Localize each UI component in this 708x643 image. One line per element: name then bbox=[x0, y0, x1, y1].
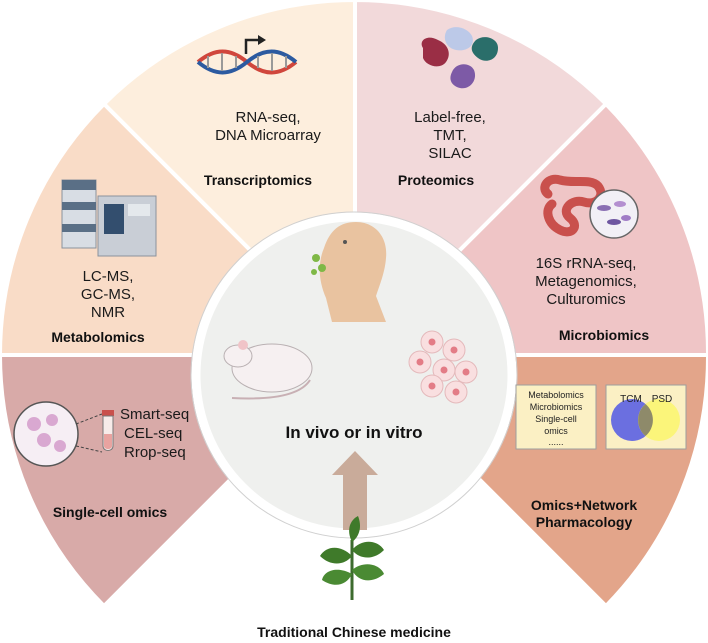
dna-icon bbox=[196, 35, 298, 75]
network-title-line-1: Omics+Network bbox=[531, 497, 637, 513]
network-pharmacology-panel bbox=[515, 384, 687, 450]
cell-culture-icon bbox=[408, 330, 478, 404]
protein-icon bbox=[421, 27, 498, 89]
transcriptomics-method-1: RNA-seq, bbox=[235, 109, 300, 126]
transcriptomics-method-2: DNA Microarray bbox=[215, 127, 321, 144]
proteomics-method-2: TMT, bbox=[433, 127, 466, 144]
single-cell-method-3: Rrop-seq bbox=[124, 444, 186, 461]
omics-list-item-3: Single-cell bbox=[535, 414, 577, 424]
lc-ms-instrument-icon bbox=[61, 179, 157, 257]
omics-list-item-1: Metabolomics bbox=[528, 390, 584, 400]
metabolomics-method-1: LC-MS, bbox=[83, 268, 134, 285]
microbiomics-method-3: Culturomics bbox=[546, 291, 625, 308]
center-label: In vivo or in vitro bbox=[286, 423, 423, 442]
single-cell-icon bbox=[13, 401, 114, 467]
single-cell-method-1: Smart-seq bbox=[120, 406, 189, 423]
rat-icon bbox=[223, 340, 313, 400]
network-title-line-2: Pharmacology bbox=[536, 514, 633, 530]
bottom-label: Traditional Chinese medicine bbox=[257, 624, 451, 640]
omics-list-item-2: Microbiomics bbox=[530, 402, 583, 412]
proteomics-method-3: SILAC bbox=[428, 145, 472, 162]
venn-label-psd: PSD bbox=[652, 394, 673, 405]
single-cell-method-2: CEL-seq bbox=[124, 425, 182, 442]
microbiomics-title: Microbiomics bbox=[559, 327, 649, 343]
metabolomics-title: Metabolomics bbox=[51, 329, 145, 345]
omics-list-item-5: ...... bbox=[548, 437, 563, 447]
microbiomics-method-2: Metagenomics, bbox=[535, 273, 637, 290]
upward-arrow bbox=[332, 451, 378, 530]
metabolomics-method-3: NMR bbox=[91, 304, 125, 321]
omics-list-item-4: omics bbox=[544, 426, 568, 436]
transcriptomics-title: Transcriptomics bbox=[204, 172, 312, 188]
omics-list-box bbox=[515, 384, 597, 450]
herb-plant-icon bbox=[320, 516, 384, 600]
microbiomics-method-1: 16S rRNA-seq, bbox=[536, 255, 637, 272]
single-cell-title: Single-cell omics bbox=[53, 504, 168, 520]
human-head-icon bbox=[311, 222, 387, 322]
proteomics-method-1: Label-free, bbox=[414, 109, 486, 126]
gut-microbiome-icon bbox=[540, 174, 639, 239]
metabolomics-method-2: GC-MS, bbox=[81, 286, 135, 303]
venn-label-tcm: TCM bbox=[620, 394, 642, 405]
proteomics-title: Proteomics bbox=[398, 172, 474, 188]
